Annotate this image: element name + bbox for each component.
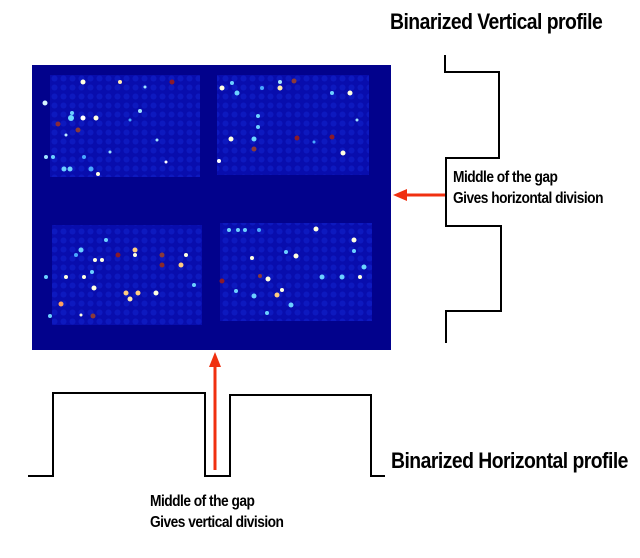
horizontal-profile-title: Binarized Horizontal profile bbox=[391, 448, 628, 473]
vertical-division-line2: Gives vertical division bbox=[150, 514, 284, 531]
vertical-division-line1: Middle of the gap bbox=[150, 493, 255, 510]
microarray-spots bbox=[42, 75, 372, 325]
vertical-profile-title: Binarized Vertical profile bbox=[390, 9, 603, 34]
arrow-left-icon bbox=[393, 189, 445, 201]
horizontal-division-note: Middle of the gap Gives horizontal divis… bbox=[453, 167, 603, 209]
horizontal-division-line1: Middle of the gap bbox=[453, 169, 558, 186]
vertical-profile-line bbox=[444, 55, 502, 343]
arrow-up-icon bbox=[209, 352, 221, 470]
horizontal-division-line2: Gives horizontal division bbox=[453, 190, 603, 207]
horizontal-profile-line bbox=[28, 392, 385, 477]
vertical-division-note: Middle of the gap Gives vertical divisio… bbox=[150, 491, 284, 533]
microarray-image bbox=[32, 65, 391, 350]
